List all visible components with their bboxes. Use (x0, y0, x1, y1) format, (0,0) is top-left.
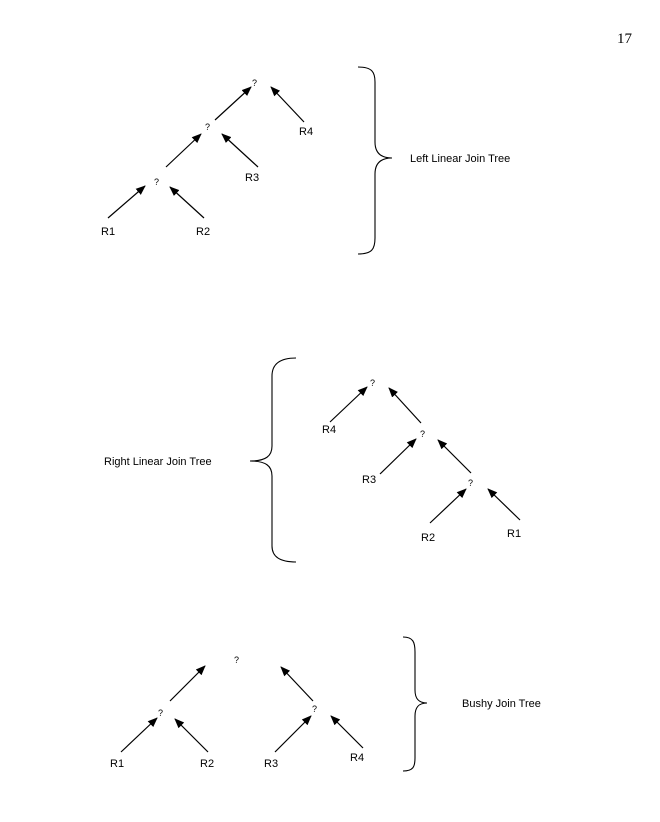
right-linear-join-tree: Right Linear Join Tree ? ? ? R4 R3 R2 R1 (104, 357, 521, 563)
join-node: ? (205, 122, 210, 132)
edge-arrow (120, 717, 158, 753)
curly-brace (357, 66, 393, 255)
edge-arrow (379, 438, 417, 475)
join-node: ? (312, 704, 317, 714)
relation-label: R3 (245, 172, 259, 184)
relation-label: R2 (200, 758, 214, 770)
curly-brace (249, 357, 297, 563)
relation-label: R2 (421, 532, 435, 544)
edge-arrow (280, 666, 314, 702)
edge-arrow (274, 715, 312, 753)
join-node: ? (158, 708, 163, 718)
join-node: ? (370, 378, 375, 388)
relation-label: R4 (299, 126, 313, 138)
edge-arrow (214, 86, 252, 121)
edge-arrow (107, 185, 146, 219)
edge-arrow (221, 133, 259, 168)
tree-title: Bushy Join Tree (462, 698, 541, 710)
relation-label: R4 (350, 752, 364, 764)
relation-label: R2 (196, 226, 210, 238)
join-node: ? (420, 429, 425, 439)
page-number: 17 (617, 31, 632, 47)
edge-arrow (329, 386, 368, 423)
tree-title: Right Linear Join Tree (104, 456, 212, 468)
join-node: ? (252, 78, 257, 88)
tree-title: Left Linear Join Tree (410, 153, 510, 165)
relation-label: R3 (264, 758, 278, 770)
curly-brace (402, 636, 428, 772)
edge-arrow (174, 718, 209, 753)
relation-label: R1 (507, 528, 521, 540)
join-node: ? (234, 655, 239, 665)
edge-arrow (169, 665, 206, 702)
relation-label: R4 (322, 424, 336, 436)
edge-arrow (169, 186, 205, 219)
edge-arrow (330, 715, 364, 749)
edge-arrow (165, 133, 202, 168)
edge-arrow (270, 86, 305, 123)
bushy-join-tree: ? ? ? R1 R2 R3 R4 Bushy Join Tree (110, 636, 541, 772)
edge-arrow (388, 387, 422, 424)
left-linear-join-tree: ? ? ? R1 R2 R3 R4 Left Linear Join Tree (101, 66, 510, 255)
join-node: ? (154, 177, 159, 187)
relation-label: R1 (110, 758, 124, 770)
edge-arrow (487, 488, 521, 521)
edge-arrow (437, 439, 472, 474)
edge-arrow (429, 488, 467, 524)
join-node: ? (468, 478, 473, 488)
relation-label: R3 (362, 474, 376, 486)
relation-label: R1 (101, 226, 115, 238)
